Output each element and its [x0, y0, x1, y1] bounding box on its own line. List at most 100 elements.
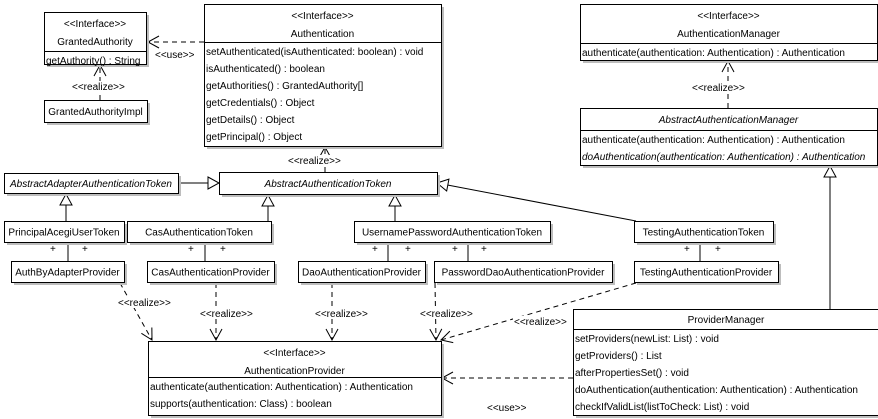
class-box — [634, 261, 779, 283]
multiplicity-label: + — [684, 244, 690, 255]
class-box — [634, 221, 774, 243]
class-name: TestingAuthenticationProvider — [640, 268, 773, 279]
label-background — [287, 155, 343, 166]
realize-AuthByAdapterProvider-to-AuthenticationProvider — [119, 282, 153, 341]
class-name: Authentication — [291, 29, 354, 40]
class-box — [147, 261, 275, 283]
stereotype-label: <<Interface>> — [64, 19, 126, 30]
generalize-TestingAuthenticationToken-to-AbstractAuthenticationToken — [436, 182, 637, 222]
label-background — [419, 308, 475, 319]
method: authenticate(authentication: Authenticat… — [582, 135, 845, 146]
class-box — [580, 108, 878, 166]
method: getAuthority() : String — [46, 56, 140, 67]
method: checkIfValidList(listToCheck: List) : vo… — [575, 402, 749, 413]
class-name: CasAuthenticationProvider — [151, 268, 270, 279]
label-background — [117, 297, 173, 308]
generalization-arrowhead-icon — [59, 192, 73, 206]
class-AuthenticationManager: <<Interface>> AuthenticationManager authen… — [580, 4, 878, 63]
method: setProviders(newList: List) : void — [575, 334, 719, 345]
use-label: <<use>> — [155, 50, 195, 61]
class-box — [44, 12, 147, 65]
stereotype-label: <<Interface>> — [291, 11, 353, 22]
class-name: AuthenticationManager — [677, 29, 781, 40]
multiplicity-label: + — [188, 244, 194, 255]
method: authenticate(authentication: Authenticat… — [150, 382, 413, 393]
realize-label: <<realize>> — [200, 309, 253, 320]
class-name: AbstractAuthenticationManager — [658, 115, 799, 126]
class-AbstractAuthenticationToken: AbstractAuthenticationToken — [219, 172, 440, 197]
multiplicity-label: + — [220, 244, 226, 255]
class-AbstractAuthenticationManager: AbstractAuthenticationManager authenticat… — [580, 108, 878, 168]
class-PasswordDaoAuthenticationProvider: PasswordDaoAuthenticationProvider — [434, 261, 615, 285]
class-name: DaoAuthenticationProvider — [302, 268, 422, 279]
class-box — [11, 261, 125, 283]
realize-label: <<realize>> — [288, 156, 341, 167]
class-AbstractAdapterAuthenticationToken: AbstractAdapterAuthenticationToken — [4, 173, 181, 196]
class-box — [580, 4, 878, 61]
class-TestingAuthenticationProvider: TestingAuthenticationProvider — [634, 261, 781, 285]
class-box — [4, 221, 125, 243]
class-Authentication: <<Interface>> Authentication setAuthentica… — [204, 4, 444, 149]
class-name: PasswordDaoAuthenticationProvider — [442, 268, 606, 279]
label-background — [71, 81, 127, 92]
method: authenticate(authentication: Authenticat… — [582, 48, 845, 59]
class-name: AuthByAdapterProvider — [15, 268, 120, 279]
label-background — [314, 308, 370, 319]
class-PrincipalAcegiUserToken: PrincipalAcegiUserToken — [4, 221, 127, 245]
method: getCredentials() : Object — [206, 98, 315, 109]
open-arrowhead-icon — [325, 328, 339, 342]
label-background — [154, 49, 196, 60]
open-arrowhead-icon — [141, 327, 153, 341]
method: isAuthenticated() : boolean — [206, 64, 325, 75]
class-name: GrantedAuthority — [57, 37, 133, 48]
multiplicity-label: + — [715, 244, 721, 255]
class-DaoAuthenticationProvider: DaoAuthenticationProvider — [298, 261, 428, 285]
class-name: UsernamePasswordAuthenticationToken — [362, 228, 542, 239]
method: getPrincipal() : Object — [206, 132, 302, 143]
stereotype-label: <<Interface>> — [697, 11, 759, 22]
class-box — [354, 221, 551, 243]
generalization-arrowhead-icon — [388, 193, 402, 207]
class-name: TestingAuthenticationToken — [643, 228, 765, 239]
label-background — [486, 402, 528, 413]
class-box — [219, 172, 438, 195]
multiplicity-label: + — [50, 244, 56, 255]
multiplicity-label: + — [82, 244, 88, 255]
method: getAuthorities() : GrantedAuthority[] — [206, 81, 364, 92]
stereotype-label: <<Interface>> — [263, 348, 325, 359]
class-box — [434, 261, 613, 283]
multiplicity-label: + — [452, 244, 458, 255]
method: setAuthenticated(isAuthenticated: boolea… — [206, 47, 423, 58]
generalization-arrowhead-icon — [261, 193, 275, 207]
class-GrantedAuthority: <<Interface>> GrantedAuthority getAuthorit… — [44, 12, 149, 67]
method: getDetails() : Object — [206, 115, 295, 126]
class-box — [127, 221, 272, 243]
generalization-arrowhead-icon — [207, 176, 221, 190]
class-name: AuthenticationProvider — [244, 366, 345, 377]
class-AuthenticationProvider: <<Interface>> AuthenticationProvider authe… — [148, 341, 444, 418]
use-label: <<use>> — [487, 403, 527, 414]
realize-label: <<realize>> — [118, 298, 171, 309]
class-name: AbstractAdapterAuthenticationToken — [9, 179, 172, 190]
realize-label: <<realize>> — [420, 309, 473, 320]
class-box — [148, 341, 442, 416]
method: getProviders() : List — [575, 351, 662, 362]
label-background — [513, 316, 569, 327]
multiplicity-label: + — [481, 244, 487, 255]
class-name: PrincipalAcegiUserToken — [8, 228, 119, 239]
class-name: AbstractAuthenticationToken — [264, 179, 392, 190]
generalization-arrowhead-icon — [823, 164, 837, 178]
realize-label: <<realize>> — [514, 317, 567, 328]
class-box — [573, 309, 878, 416]
label-background — [199, 308, 255, 319]
method: supports(authentication: Class) : boolea… — [150, 399, 332, 410]
realize-label: <<realize>> — [72, 82, 125, 93]
class-name: GrantedAuthorityImpl — [48, 107, 143, 118]
class-box — [4, 173, 179, 194]
multiplicity-label: + — [372, 244, 378, 255]
class-name: CasAuthenticationToken — [145, 228, 253, 239]
class-TestingAuthenticationToken: TestingAuthenticationToken — [634, 221, 776, 245]
method: doAuthentication(authentication: Authent… — [582, 152, 866, 163]
